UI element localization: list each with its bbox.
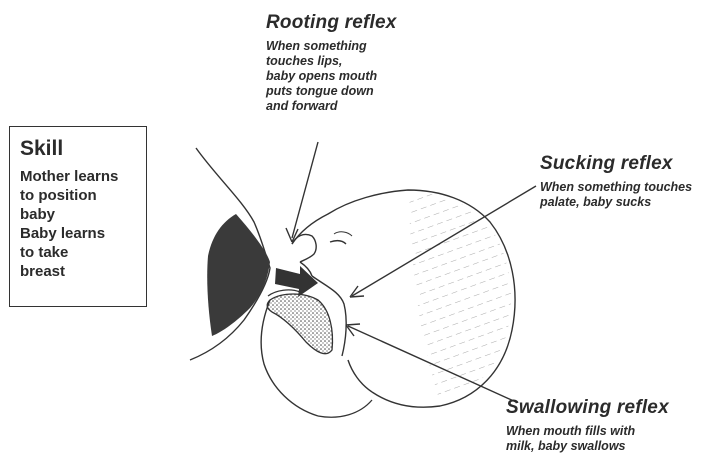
areola-shading — [207, 214, 270, 336]
swallowing-reflex-description: When mouth fills with milk, baby swallow… — [506, 424, 669, 454]
rooting-reflex-description: When something touches lips, baby opens … — [266, 39, 397, 114]
rooting-reflex-label: Rooting reflex When something touches li… — [266, 12, 397, 114]
sucking-reflex-label: Sucking reflex When something touches pa… — [540, 153, 692, 210]
sucking-reflex-description: When something touches palate, baby suck… — [540, 180, 692, 210]
baby-neck-back — [348, 360, 372, 392]
skill-text: Mother learns to position baby Baby lear… — [20, 167, 138, 281]
baby-face-outline — [292, 234, 316, 276]
baby-shoulder — [318, 400, 372, 417]
baby-eyebrow — [334, 232, 352, 236]
swallowing-reflex-title: Swallowing reflex — [506, 397, 669, 419]
baby-eye — [330, 241, 346, 244]
baby-tongue — [267, 294, 332, 354]
milk-flow-arrow — [275, 266, 318, 297]
skill-title: Skill — [20, 137, 138, 161]
sucking-reflex-title: Sucking reflex — [540, 153, 692, 175]
skill-box: Skill Mother learns to position baby Bab… — [9, 126, 147, 307]
rooting-reflex-title: Rooting reflex — [266, 12, 397, 34]
rooting-pointer — [286, 142, 318, 242]
swallowing-reflex-label: Swallowing reflex When mouth fills with … — [506, 397, 669, 454]
